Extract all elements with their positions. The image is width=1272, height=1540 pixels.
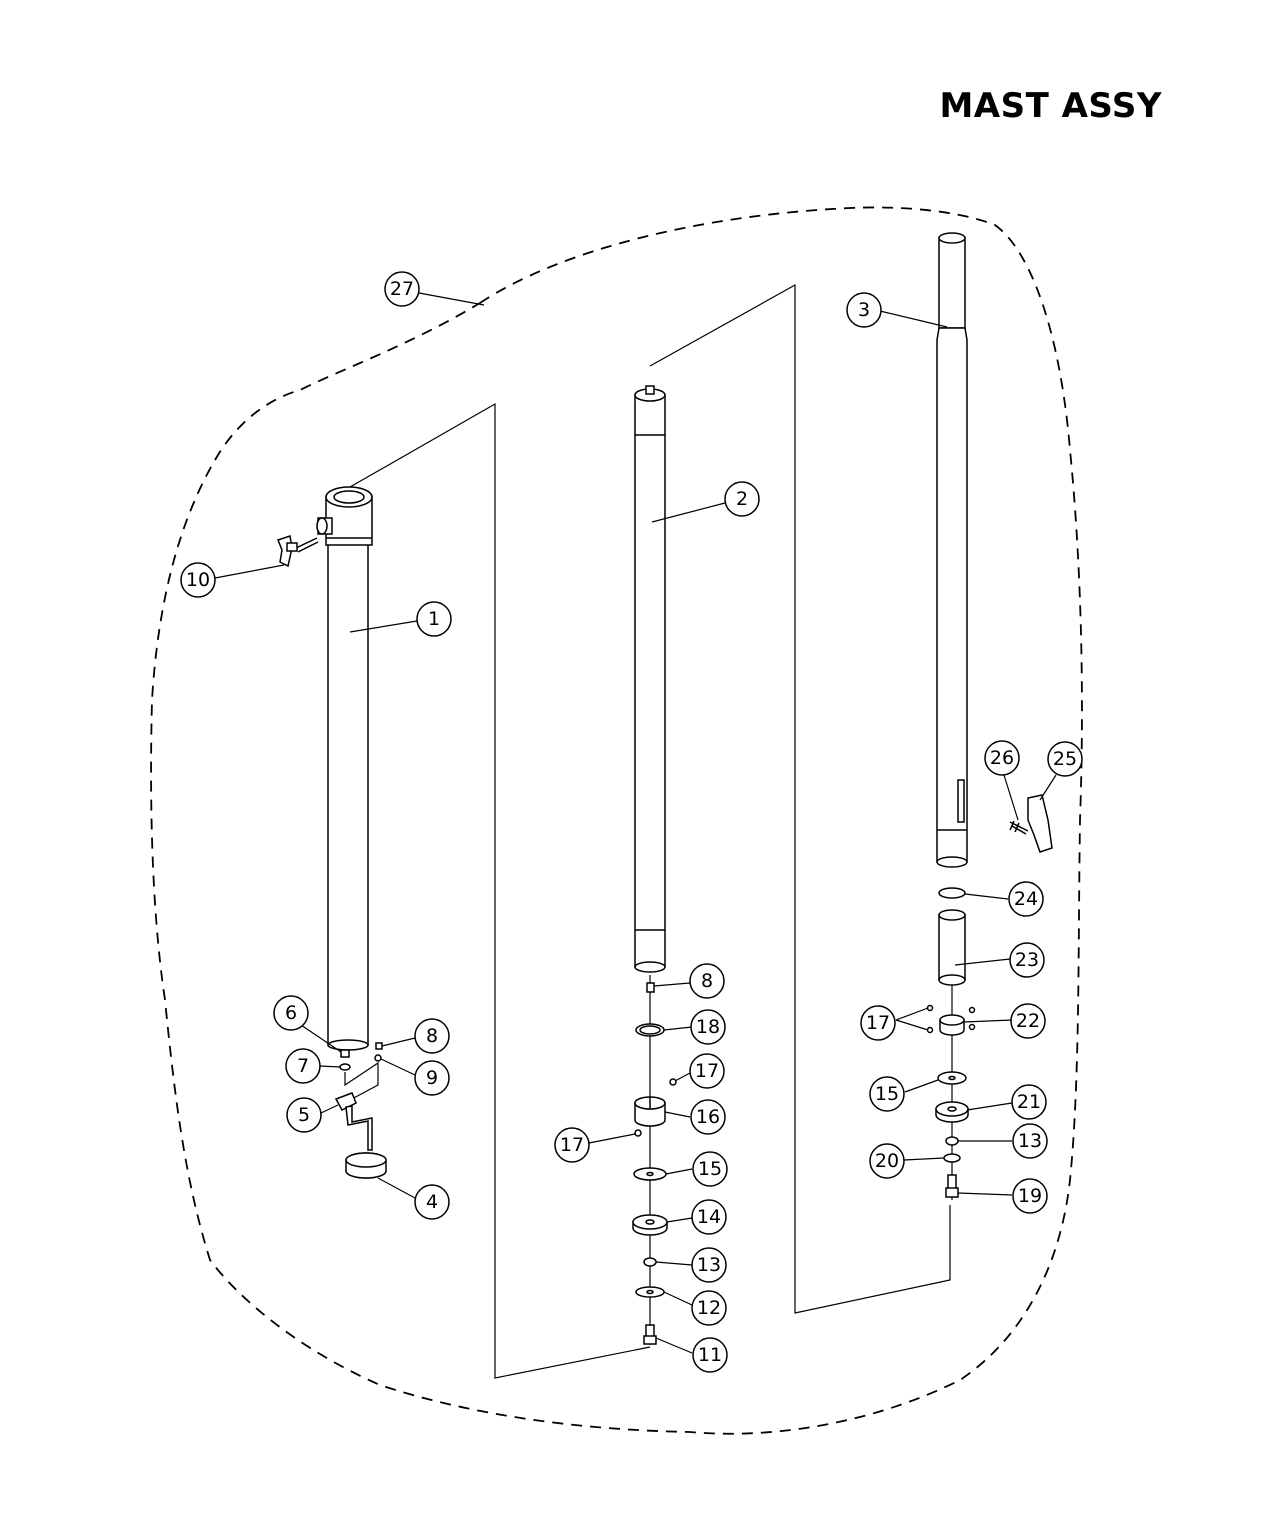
svg-text:17: 17: [866, 1012, 890, 1034]
svg-text:16: 16: [696, 1106, 720, 1128]
mast-tube-1: [316, 486, 373, 1051]
callout-15: 15: [692, 1151, 728, 1187]
svg-text:22: 22: [1016, 1010, 1040, 1032]
assembly-line-right: [649, 283, 951, 1314]
svg-text:26: 26: [990, 747, 1014, 769]
svg-text:11: 11: [698, 1344, 722, 1366]
callout-23: 23: [1009, 942, 1045, 978]
svg-text:6: 6: [285, 1002, 297, 1024]
callout-16: 16: [690, 1099, 726, 1135]
svg-text:2: 2: [736, 488, 748, 510]
svg-text:18: 18: [696, 1016, 720, 1038]
callout-11: 11: [692, 1337, 728, 1373]
base-hardware-right: [926, 887, 976, 1200]
callout-27: 27: [384, 271, 420, 307]
svg-text:17: 17: [560, 1134, 584, 1156]
svg-text:3: 3: [858, 299, 870, 321]
callout-14: 14: [691, 1199, 727, 1235]
svg-text:24: 24: [1014, 888, 1038, 910]
svg-text:17: 17: [695, 1060, 719, 1082]
callout-8: 8: [689, 963, 725, 999]
callout-15: 15: [869, 1076, 905, 1112]
svg-text:20: 20: [875, 1150, 899, 1172]
callout-20: 20: [869, 1143, 905, 1179]
mast-tube-2: [634, 385, 666, 973]
thumb-screw: [277, 535, 319, 568]
callout-13: 13: [691, 1247, 727, 1283]
svg-text:9: 9: [426, 1067, 438, 1089]
kit-boundary-dashed: [150, 206, 1083, 1435]
callout-9: 9: [414, 1060, 450, 1096]
callout-7: 7: [285, 1048, 321, 1084]
svg-text:8: 8: [701, 970, 713, 992]
diagram-title: MAST ASSY: [939, 86, 1162, 126]
svg-text:4: 4: [426, 1191, 438, 1213]
mast-tube-3: [936, 232, 968, 868]
callout-22: 22: [1010, 1003, 1046, 1039]
svg-text:13: 13: [697, 1254, 721, 1276]
svg-text:5: 5: [298, 1104, 310, 1126]
callout-13: 13: [1012, 1123, 1048, 1159]
svg-text:13: 13: [1018, 1130, 1042, 1152]
callout-2: 2: [724, 481, 760, 517]
callout-5: 5: [286, 1097, 322, 1133]
callout-3: 3: [846, 292, 882, 328]
svg-text:10: 10: [186, 569, 210, 591]
svg-text:1: 1: [428, 608, 440, 630]
svg-text:8: 8: [426, 1025, 438, 1047]
callout-17: 17: [860, 1005, 896, 1041]
callout-10: 10: [180, 562, 216, 598]
svg-text:15: 15: [698, 1158, 722, 1180]
base-hardware-left: [334, 1042, 387, 1179]
callout-1: 1: [416, 601, 452, 637]
svg-text:14: 14: [697, 1206, 721, 1228]
callout-19: 19: [1012, 1178, 1048, 1214]
latch-and-spring: [1009, 794, 1053, 853]
svg-text:25: 25: [1053, 748, 1077, 770]
callout-21: 21: [1011, 1084, 1047, 1120]
leader-lines: [214, 292, 1057, 1354]
assembly-line-left: [349, 402, 651, 1379]
callout-26: 26: [984, 740, 1020, 776]
callout-12: 12: [691, 1290, 727, 1326]
base-hardware-middle: [632, 975, 677, 1345]
svg-text:23: 23: [1015, 949, 1039, 971]
svg-text:12: 12: [697, 1297, 721, 1319]
callout-17: 17: [689, 1053, 725, 1089]
svg-text:19: 19: [1018, 1185, 1042, 1207]
callout-8: 8: [414, 1018, 450, 1054]
callout-24: 24: [1008, 881, 1044, 917]
svg-text:21: 21: [1017, 1091, 1041, 1113]
svg-text:27: 27: [390, 278, 414, 300]
callout-17: 17: [554, 1127, 590, 1163]
callout-6: 6: [273, 995, 309, 1031]
callout-18: 18: [690, 1009, 726, 1045]
callout-4: 4: [414, 1184, 450, 1220]
callout-25: 25: [1047, 741, 1083, 777]
svg-text:15: 15: [875, 1083, 899, 1105]
svg-text:7: 7: [297, 1055, 309, 1077]
